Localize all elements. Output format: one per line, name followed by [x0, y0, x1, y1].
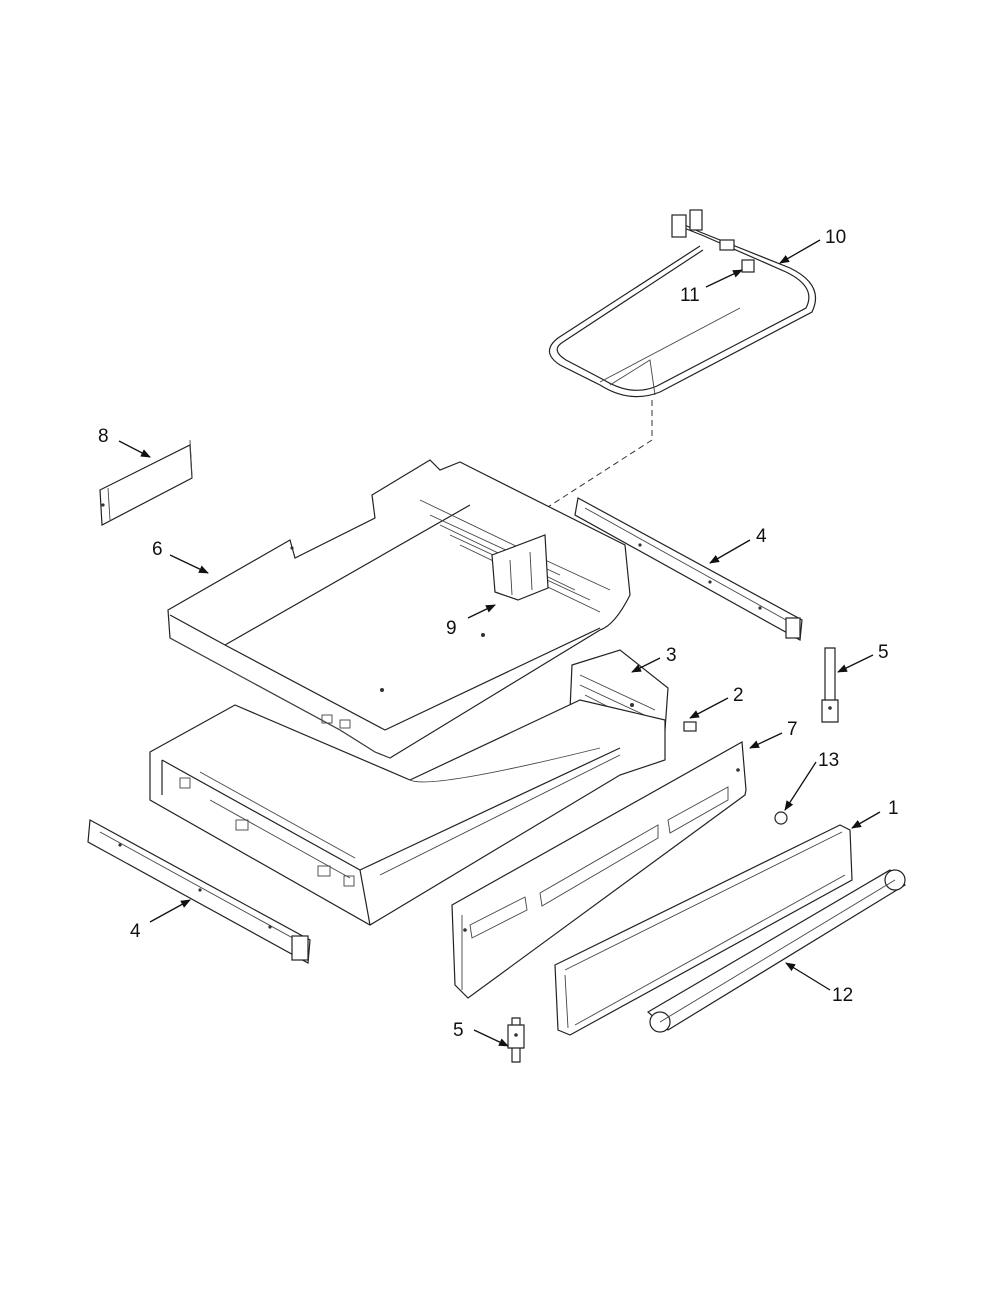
callout-11: 11	[680, 285, 700, 306]
callout-4-left: 4	[130, 921, 141, 942]
callout-10: 10	[825, 227, 846, 248]
arrow-10	[779, 239, 821, 264]
arrow-7	[749, 732, 783, 749]
callout-5-bottom: 5	[453, 1020, 464, 1041]
callout-9: 9	[446, 618, 457, 639]
callout-arrows	[118, 239, 881, 1047]
arrow-5-right	[837, 654, 874, 673]
callout-4-right: 4	[756, 526, 767, 547]
part-9-bracket	[491, 534, 549, 601]
callout-8: 8	[98, 426, 109, 447]
callout-12: 12	[832, 985, 853, 1006]
callout-6: 6	[152, 539, 163, 560]
arrow-3	[631, 657, 661, 673]
callout-7: 7	[787, 719, 798, 740]
arrow-5-bottom	[473, 1029, 509, 1047]
arrow-4-right	[709, 539, 751, 564]
part-10-element	[548, 209, 817, 398]
callout-labels: 10 11 8 6 4 9 5 3 2 7 13 1 4 12 5	[98, 227, 899, 1041]
callout-13: 13	[818, 750, 839, 771]
arrow-13	[784, 761, 817, 811]
part-4-slide-rail-left	[87, 819, 311, 964]
part-2-screw	[683, 721, 697, 732]
arrow-6	[169, 554, 209, 574]
arrow-9	[467, 604, 496, 619]
arrow-2	[689, 697, 729, 719]
part-7-front-panel	[451, 741, 747, 999]
part-4-slide-rail-right	[574, 497, 803, 641]
callout-3: 3	[666, 645, 677, 666]
part-5-clip-bottom	[507, 1017, 525, 1063]
callout-5-right: 5	[878, 642, 889, 663]
drawer-body	[149, 699, 666, 926]
arrow-8	[118, 440, 151, 458]
callout-2: 2	[733, 685, 744, 706]
arrow-4-left	[149, 899, 191, 923]
arrow-11	[705, 269, 743, 288]
part-8-rear-panel	[99, 439, 193, 526]
part-13-screw	[774, 811, 788, 825]
part-1-drawer-front	[554, 824, 853, 1036]
arrow-12	[785, 962, 831, 991]
part-12-handle	[646, 869, 906, 1033]
arrow-1	[851, 811, 881, 829]
part-5-clip-right	[821, 647, 839, 723]
callout-1: 1	[888, 798, 899, 819]
